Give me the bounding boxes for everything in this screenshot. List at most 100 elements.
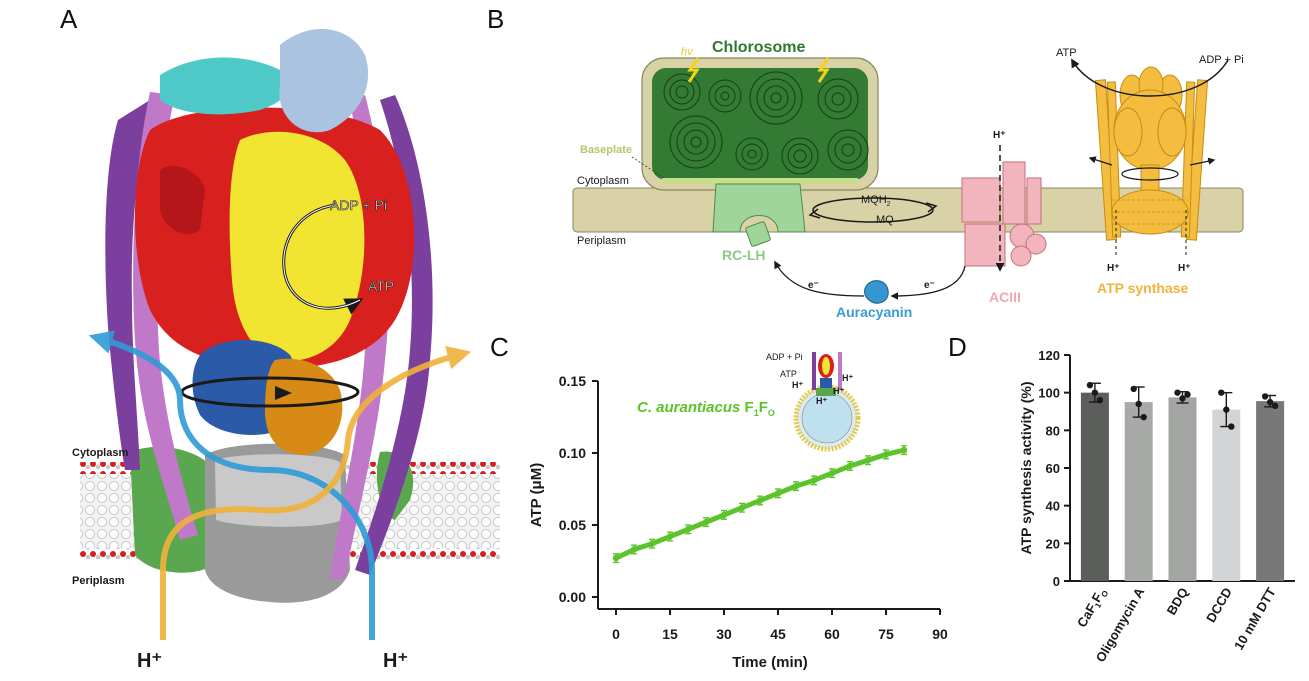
baseplate-bar [662, 178, 858, 184]
atp-label: ATP [368, 278, 394, 294]
d-y-tick-label: 40 [1046, 499, 1060, 514]
stator-stalk-left-purple [105, 100, 150, 470]
c-data-point [666, 533, 674, 540]
synthase-arrow-right [1189, 157, 1216, 166]
d-bar [1168, 397, 1197, 581]
d-category-label: 10 mM DTT [1231, 585, 1279, 653]
d-data-point [1271, 402, 1279, 410]
inset-proton-3: H⁺ [816, 396, 827, 406]
panel-a: A ADP + Pi ATP [60, 4, 500, 672]
d-data-point [1091, 389, 1099, 396]
panel-b-label: B [487, 4, 504, 34]
c-data-point [792, 482, 800, 490]
d-bar [1212, 409, 1241, 581]
c-series-label: C. aurantiacus F1FO [637, 399, 775, 418]
c-y-tick-label: 0.15 [559, 373, 586, 389]
rc-lh-label: RC-LH [722, 247, 766, 263]
d-data-point [1179, 395, 1186, 402]
d-data-point [1184, 391, 1191, 398]
c-x-tick-label: 0 [612, 626, 620, 642]
c-data-point [810, 477, 818, 484]
c-data-point [720, 511, 728, 519]
d-data-point [1140, 413, 1147, 421]
d-data-point [1135, 400, 1142, 408]
rc-lh-complex [712, 183, 806, 233]
proton-path-orange [160, 345, 472, 640]
chlorosome-rods [663, 71, 869, 175]
c-x-tick-label: 15 [662, 626, 678, 642]
proton-path-blue [88, 330, 375, 640]
lightning-icon-right [817, 57, 830, 83]
c-data-point [828, 469, 836, 477]
c-x-tick-label: 30 [716, 626, 732, 642]
chlorosome-label: Chlorosome [712, 39, 805, 56]
c-x-axis-label: Time (min) [732, 654, 808, 671]
mq-cycle-arrow-left [808, 208, 821, 219]
d-data-point [1223, 406, 1230, 413]
periplasm-label: Periplasm [72, 575, 125, 587]
d-y-tick-label: 120 [1038, 348, 1060, 363]
c-x-tick-label: 60 [824, 626, 840, 642]
c-y-tick-label: 0.00 [559, 589, 586, 605]
mq-label: MQ [876, 214, 894, 226]
c-y-tick-label: 0.10 [559, 445, 586, 461]
c-data-point [738, 504, 746, 511]
auracyanin-label: Auracyanin [836, 304, 912, 320]
panel-b: B hv Chlorosome Baseplate Cytoplasm Peri… [487, 4, 1244, 320]
d-y-axis-label: ATP synthesis activity (%) [1018, 382, 1034, 555]
cytoplasm-label: Cytoplasm [72, 447, 128, 459]
c-data-point [774, 490, 782, 497]
delta-subunit-cyan [160, 57, 291, 115]
mq-cycle-arrow-right [925, 202, 938, 213]
c-data-point [612, 554, 620, 562]
lightning-icon-left [687, 57, 700, 83]
f1-shadow [160, 166, 205, 234]
c-data-point [864, 457, 872, 464]
c-ring-lines [1112, 199, 1188, 225]
c-data-point [900, 446, 908, 454]
inset-atp-label: ATP [780, 369, 797, 379]
d-data-point [1218, 389, 1225, 396]
d-data-point [1266, 398, 1274, 406]
inset-proton-4: H⁺ [833, 386, 844, 396]
d-data-point [1130, 385, 1137, 393]
electron-arrow-left [774, 260, 865, 297]
synthase-proton-right: H⁺ [1178, 263, 1191, 274]
c-data-point [648, 540, 656, 547]
c-data-point [684, 526, 692, 533]
d-data-point [1096, 397, 1104, 404]
electron-label-right: e⁻ [924, 280, 935, 291]
inset-proton-1: H⁺ [792, 380, 803, 390]
d-category-label: BDQ [1164, 585, 1191, 618]
panel-a-label: A [60, 4, 78, 34]
electron-arrow-right [890, 265, 966, 300]
inset-adp-label: ADP + Pi [766, 352, 803, 362]
d-y-tick-label: 0 [1053, 574, 1060, 589]
aciii-complex [961, 161, 1047, 267]
c-data-point [756, 497, 764, 504]
c-y-tick-label: 0.05 [559, 517, 586, 533]
d-bar [1080, 392, 1109, 581]
c-data-point [630, 546, 638, 553]
d-data-point [1174, 389, 1181, 396]
rc-lh-subunit [745, 221, 771, 247]
c-data-point [882, 451, 890, 458]
rotation-ellipse-arrowhead [275, 386, 292, 400]
c-x-tick-label: 90 [932, 626, 948, 642]
c-x-tick-label: 45 [770, 626, 786, 642]
panel-d-label: D [948, 332, 967, 362]
electron-label-left: e⁻ [808, 280, 819, 291]
adp-pi-label: ADP + Pi [330, 197, 387, 213]
c-data-point [702, 518, 710, 526]
d-y-tick-label: 20 [1046, 536, 1060, 551]
activity-bar-chart: ATP synthesis activity (%) 0204060801001… [1018, 348, 1295, 665]
f1-yellow-subunit [229, 131, 365, 362]
mq-cycle [812, 197, 934, 223]
synthase-atp-arc [1071, 58, 1229, 97]
proteoliposome-inset [793, 352, 861, 452]
d-bar [1124, 402, 1153, 581]
proton-label-right: H⁺ [383, 650, 408, 672]
d-y-tick-label: 100 [1038, 386, 1060, 401]
